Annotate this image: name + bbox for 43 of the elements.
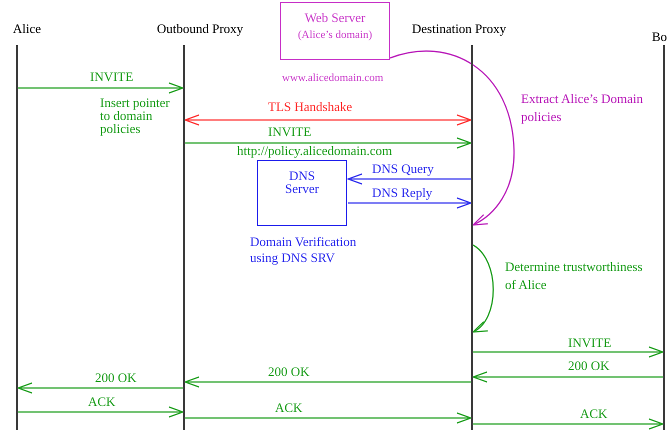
server-box [257,160,347,226]
edge-label: Determine trustworthiness of Alice [505,258,644,294]
participant-column [12,22,42,430]
curved-arrow [472,244,494,333]
participant-column [652,30,667,430]
message-arrow [17,382,183,394]
message-arrow [184,114,472,126]
message-arrow [473,418,664,430]
note-text: Insert pointer to domain policies [100,96,171,135]
url-text: http://policy.alicedomain.com [237,144,394,157]
message-arrow [473,346,664,358]
message-arrow [18,406,184,418]
edge-label: DNS Query [372,162,434,176]
edge-label: INVITE [268,125,312,139]
participant-label: Destination Proxy [412,22,506,36]
message-arrow [185,412,472,424]
participant-label: Alice [12,22,42,36]
server-box [280,2,390,60]
caption-text: Domain Verification using DNS SRV [250,234,358,266]
participant-label: Bo [652,30,667,44]
edge-label: ACK [275,401,302,415]
box-title: Web Server [304,11,366,24]
edge-label: 200 OK [95,371,137,385]
edge-label: 200 OK [568,359,610,373]
curved-arrow [390,50,515,226]
box-title: DNS Server [284,169,320,195]
edge-label: INVITE [568,336,612,350]
message-arrow [18,82,184,94]
message-arrow [184,376,471,388]
edge-label: 200 OK [268,365,310,379]
edge-label: ACK [580,407,608,421]
message-arrow [472,371,663,383]
participant-label: Outbound Proxy [156,22,244,36]
message-arrow [348,197,472,209]
message-arrow [347,173,471,185]
edge-label: INVITE [90,70,134,84]
message-arrow [185,137,472,149]
edge-label: TLS Handshake [268,100,352,114]
edge-label: Extract Alice’s Domain policies [521,90,644,126]
box-subtitle: (Alice’s domain) [296,28,374,43]
caption-text: www.alicedomain.com [282,72,384,84]
edge-label: DNS Reply [372,186,432,200]
edge-label: ACK [88,395,116,409]
